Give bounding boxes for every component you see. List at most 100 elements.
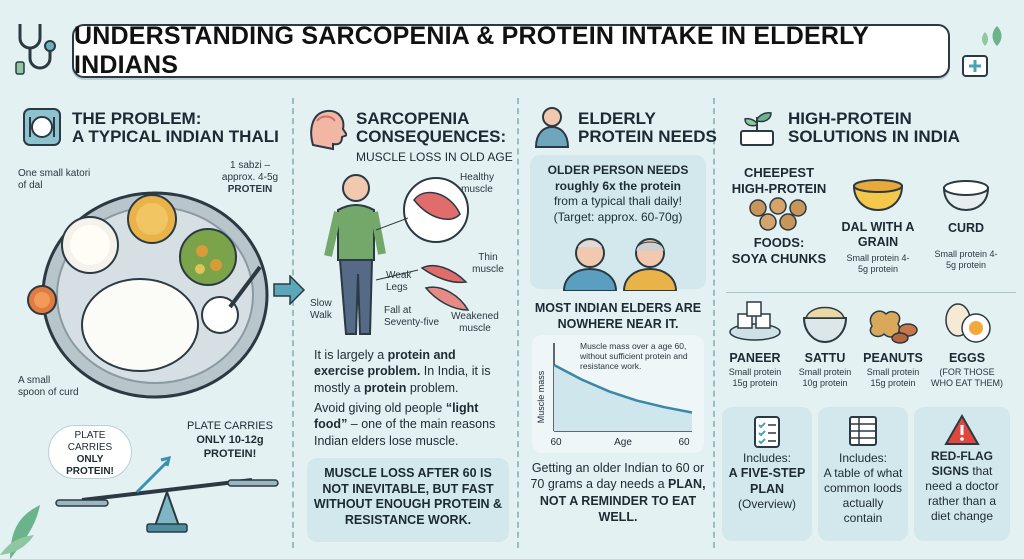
card-text: roughly 6x the protein: [554, 178, 681, 193]
section-heading: SARCOPENIA: [356, 109, 470, 128]
section-heading: HIGH-PROTEIN: [788, 109, 912, 128]
label-curd: A small spoon of curd: [18, 375, 79, 398]
text: In India, it is mostly a: [314, 364, 491, 395]
text: Avoid giving old people: [314, 401, 446, 415]
stethoscope-icon: [15, 24, 56, 75]
text: It is largely a: [314, 348, 388, 362]
plan-paragraph: Getting an older Indian to 60 or 70 gram…: [530, 460, 706, 525]
peanuts-icon: [869, 310, 918, 344]
label-sabzi: approx. 4-5g: [221, 172, 279, 183]
card-text: OLDER PERSON NEEDS: [547, 163, 689, 177]
column-divider: [517, 98, 519, 548]
text: protein: [364, 380, 407, 395]
box-text: A table of what common loods actually co…: [823, 466, 903, 525]
food-note: Small protein 15g protein: [866, 367, 920, 388]
curd-spoon-icon: [27, 285, 57, 315]
nowhere-near-text: MOST INDIAN ELDERS ARE NOWHERE NEAR IT.: [534, 301, 702, 332]
text: Getting an older Indian to 60 or 70 gram…: [530, 461, 705, 492]
chart-series-line: [553, 363, 693, 414]
bubble-text: CARRIES: [67, 442, 113, 453]
box-text: that need a doctor rather than a diet ch…: [925, 464, 999, 523]
title-banner: UNDERSTANDING SARCOPENIA & PROTEIN INTAK…: [72, 22, 950, 79]
box-text: Includes:: [838, 451, 888, 465]
label-dal: One small katori of dal: [18, 168, 91, 191]
text: SOYA CHUNKS: [731, 251, 827, 267]
table-icon: [849, 416, 877, 446]
food-name: PEANUTS: [863, 351, 923, 365]
plate-protein-callout: PLATE CARRIES ONLY 10-12g PROTEIN!: [178, 420, 282, 461]
bubble-text: ONLY: [76, 454, 104, 465]
text: PLAN, NOT A REMINDER TO EAT WELL.: [539, 477, 706, 524]
checklist-icon: [754, 416, 780, 448]
plate-protein-bubble: PLATE CARRIES ONLY PROTEIN!: [48, 425, 132, 479]
callout-text: ONLY 10-12g: [196, 433, 264, 446]
label-sabzi: 1 sabzi –: [229, 160, 271, 171]
column-divider: [292, 98, 294, 548]
paragraph-light-food: Avoid giving old people “light food” – o…: [314, 400, 504, 449]
clipboard-icon: [23, 108, 61, 146]
food-note: Small protein 4-5g protein: [934, 249, 998, 270]
food-note: Small protein 4-5g protein: [846, 253, 910, 274]
balance-scale-icon: [55, 455, 279, 533]
sattu-bowl-icon: [802, 306, 848, 344]
card-text: (Target: approx. 60-70g): [553, 209, 683, 224]
elderly-man-muscle-illustration: [324, 174, 470, 335]
text: “light food”: [314, 401, 479, 432]
food-note: (FOR THOSE WHO EAT THEM): [931, 367, 1003, 388]
curd-bowl-icon: [942, 180, 990, 212]
bubble-text: PROTEIN!: [66, 466, 114, 477]
section-heading: SOLUTIONS IN INDIA: [788, 126, 960, 146]
text: CHEEPEST: [743, 165, 815, 180]
cheapest-food-label: CHEEPEST HIGH-PROTEIN: [724, 165, 834, 198]
text: – one of the main reasons Indian elders …: [314, 417, 496, 448]
chart-x-tick: 60: [678, 437, 690, 448]
page-title: UNDERSTANDING SARCOPENIA & PROTEIN INTAK…: [74, 22, 869, 79]
card-text: from a typical thali daily!: [553, 194, 683, 209]
food-note: Small protein 10g protein: [798, 367, 852, 388]
box-text: Includes:: [742, 451, 792, 465]
food-name: CURD: [947, 221, 985, 235]
label-weak-legs: Weak Legs: [386, 270, 412, 293]
text: problem.: [406, 380, 459, 395]
food-name: DAL WITH A GRAIN: [841, 220, 915, 249]
food-divider: [726, 292, 1016, 293]
label-healthy-muscle: Healthy muscle: [460, 172, 494, 195]
chart-x-label: Age: [614, 437, 632, 448]
label-sabzi: PROTEIN: [227, 184, 273, 195]
food-name: SATTU: [804, 351, 846, 365]
paragraph-problem: It is largely a protein and exercise pro…: [314, 347, 504, 396]
paneer-cubes-icon: [729, 301, 781, 341]
box-text: A FIVE-STEP PLAN: [728, 466, 806, 496]
section-subheading: MUSCLE LOSS IN OLD AGE: [356, 150, 513, 164]
label-thin-muscle: Thin muscle: [472, 252, 504, 275]
chart-area: [554, 365, 692, 431]
section-heading: THE PROBLEM:: [72, 109, 202, 128]
thali-plate-illustration: [41, 191, 269, 399]
soya-chunks-icon: [749, 197, 807, 231]
callout-text: PLATE CARRIES: [187, 420, 273, 432]
elderly-person-icon: [534, 107, 570, 148]
plant-growth-icon: [740, 112, 774, 146]
callout-text: PROTEIN!: [203, 447, 257, 460]
medical-kit-icon: [962, 26, 1002, 77]
label-weakened-muscle: Weakened muscle: [451, 311, 499, 334]
head-profile-icon: [310, 109, 347, 151]
section-heading: ELDERLY: [578, 109, 656, 128]
food-name: EGGS: [948, 351, 986, 365]
soya-chunks-label: FOODS: SOYA CHUNKS: [724, 235, 834, 268]
muscle-loss-callout: MUSCLE LOSS AFTER 60 IS NOT INEVITABLE, …: [307, 458, 509, 542]
food-name: PANEER: [729, 351, 781, 365]
eggs-icon: [945, 303, 991, 343]
section-heading: CONSEQUENCES:: [356, 126, 507, 146]
label-fall: Fall at Seventy-five: [384, 305, 440, 328]
food-table-box: Includes: A table of what common loods a…: [818, 407, 908, 541]
chart-x-tick: 60: [550, 437, 562, 448]
elderly-couple-illustration: [562, 238, 678, 291]
column-divider: [713, 98, 715, 548]
warning-icon: [944, 413, 980, 445]
section-heading: A TYPICAL INDIAN THALI: [72, 126, 279, 146]
five-step-plan-box: Includes: A FIVE-STEP PLAN (Overview): [722, 407, 812, 541]
text: protein and exercise problem.: [314, 348, 456, 379]
